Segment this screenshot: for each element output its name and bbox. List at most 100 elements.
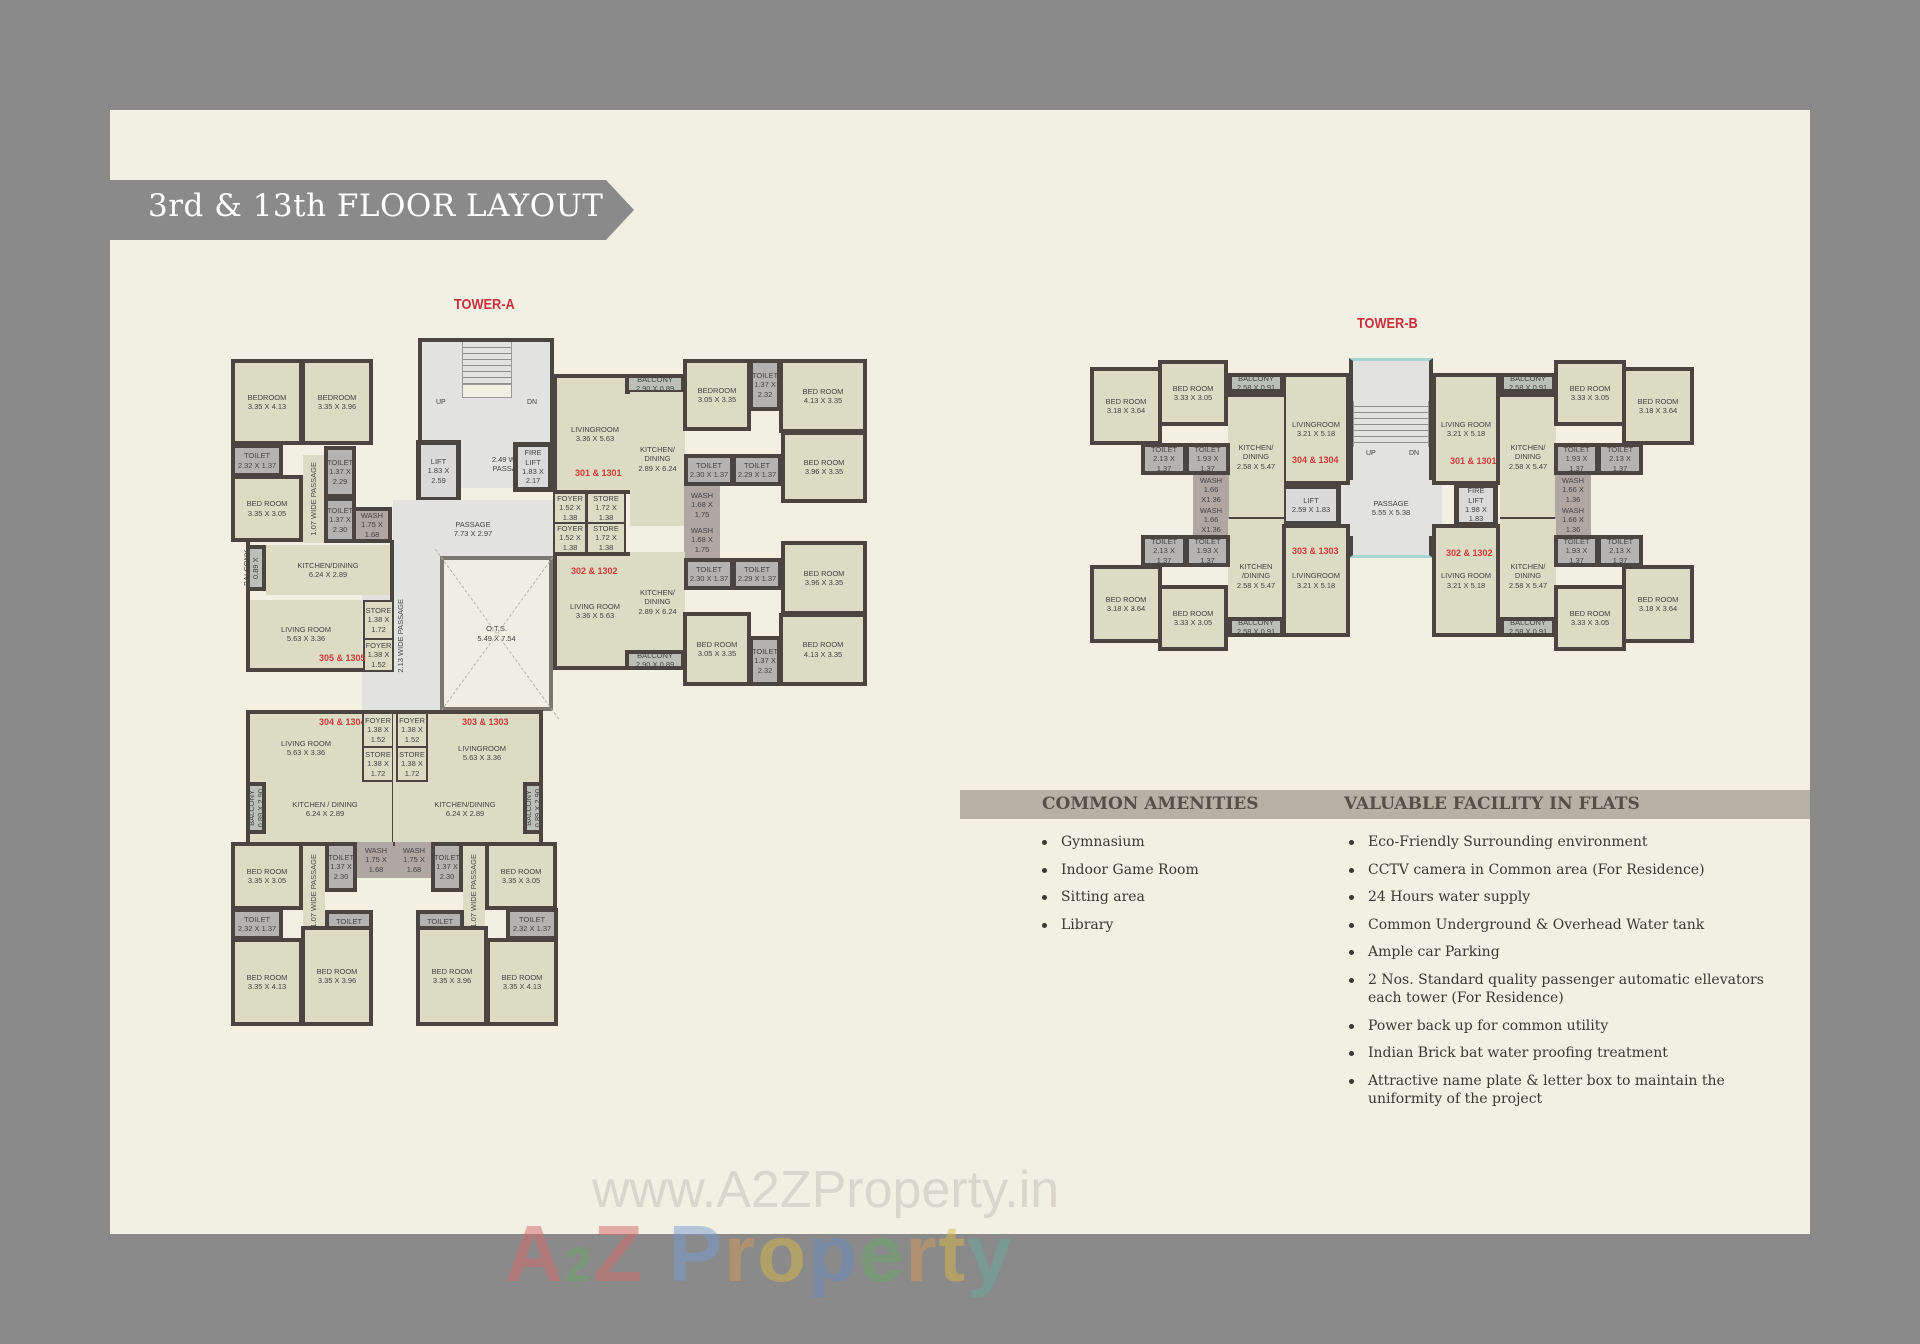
tower-b-label: TOWER-B bbox=[1357, 315, 1418, 332]
tower-a-stairs bbox=[462, 342, 512, 388]
facility-item: Attractive name plate & letter box to ma… bbox=[1349, 1072, 1789, 1108]
a302-unit-number: 302 & 1302 bbox=[571, 566, 618, 576]
a305-passage: 1.07 WIDE PASSAGE bbox=[303, 455, 325, 543]
title-banner: 3rd & 13th FLOOR LAYOUT bbox=[110, 180, 634, 240]
bullet-icon bbox=[1349, 1051, 1354, 1057]
watermark-letter: o bbox=[757, 1209, 808, 1298]
a304-passage: 1.07 WIDE PASSAGE bbox=[303, 846, 325, 936]
facility-item: Indian Brick bat water proofing treatmen… bbox=[1349, 1044, 1789, 1062]
facilities-list: Eco-Friendly Surrounding environment CCT… bbox=[1349, 833, 1789, 1117]
tower-a-label: TOWER-A bbox=[454, 296, 515, 313]
facility-item: 2 Nos. Standard quality passenger automa… bbox=[1349, 971, 1789, 1007]
common-amenities-heading: COMMON AMENITIES bbox=[1042, 794, 1259, 814]
bullet-icon bbox=[1349, 922, 1354, 928]
watermark-letter: r bbox=[905, 1209, 939, 1298]
b302-unit-number: 302 & 1302 bbox=[1446, 548, 1493, 558]
amenities-header-bar: COMMON AMENITIES VALUABLE FACILITY IN FL… bbox=[960, 790, 1810, 819]
stair-landing bbox=[462, 384, 512, 398]
watermark-letter: t bbox=[938, 1209, 968, 1298]
bullet-icon bbox=[1349, 840, 1354, 845]
watermark-url: www.A2ZProperty.in bbox=[592, 1161, 1060, 1219]
tower-b-stair-up: UP bbox=[1366, 450, 1376, 457]
banner-bar bbox=[110, 180, 606, 240]
bullet-icon bbox=[1042, 867, 1047, 873]
a304-unit-number: 304 & 1304 bbox=[319, 717, 366, 727]
banner-arrow-tip bbox=[606, 180, 634, 240]
watermark-letter: Z bbox=[593, 1209, 645, 1298]
watermark-letter: A bbox=[505, 1209, 565, 1298]
b304-unit-number: 304 & 1304 bbox=[1292, 455, 1339, 465]
facility-item: Power back up for common utility bbox=[1349, 1017, 1789, 1035]
bullet-icon bbox=[1349, 867, 1354, 873]
tower-b-stair-dn: DN bbox=[1409, 450, 1420, 457]
amenity-item: Gymnasium bbox=[1042, 833, 1342, 851]
tower-a-stair-dn: DN bbox=[527, 399, 538, 406]
bullet-icon bbox=[1349, 1078, 1354, 1084]
bullet-icon bbox=[1349, 977, 1354, 983]
page-title: 3rd & 13th FLOOR LAYOUT bbox=[148, 188, 604, 224]
bullet-icon bbox=[1042, 840, 1047, 845]
